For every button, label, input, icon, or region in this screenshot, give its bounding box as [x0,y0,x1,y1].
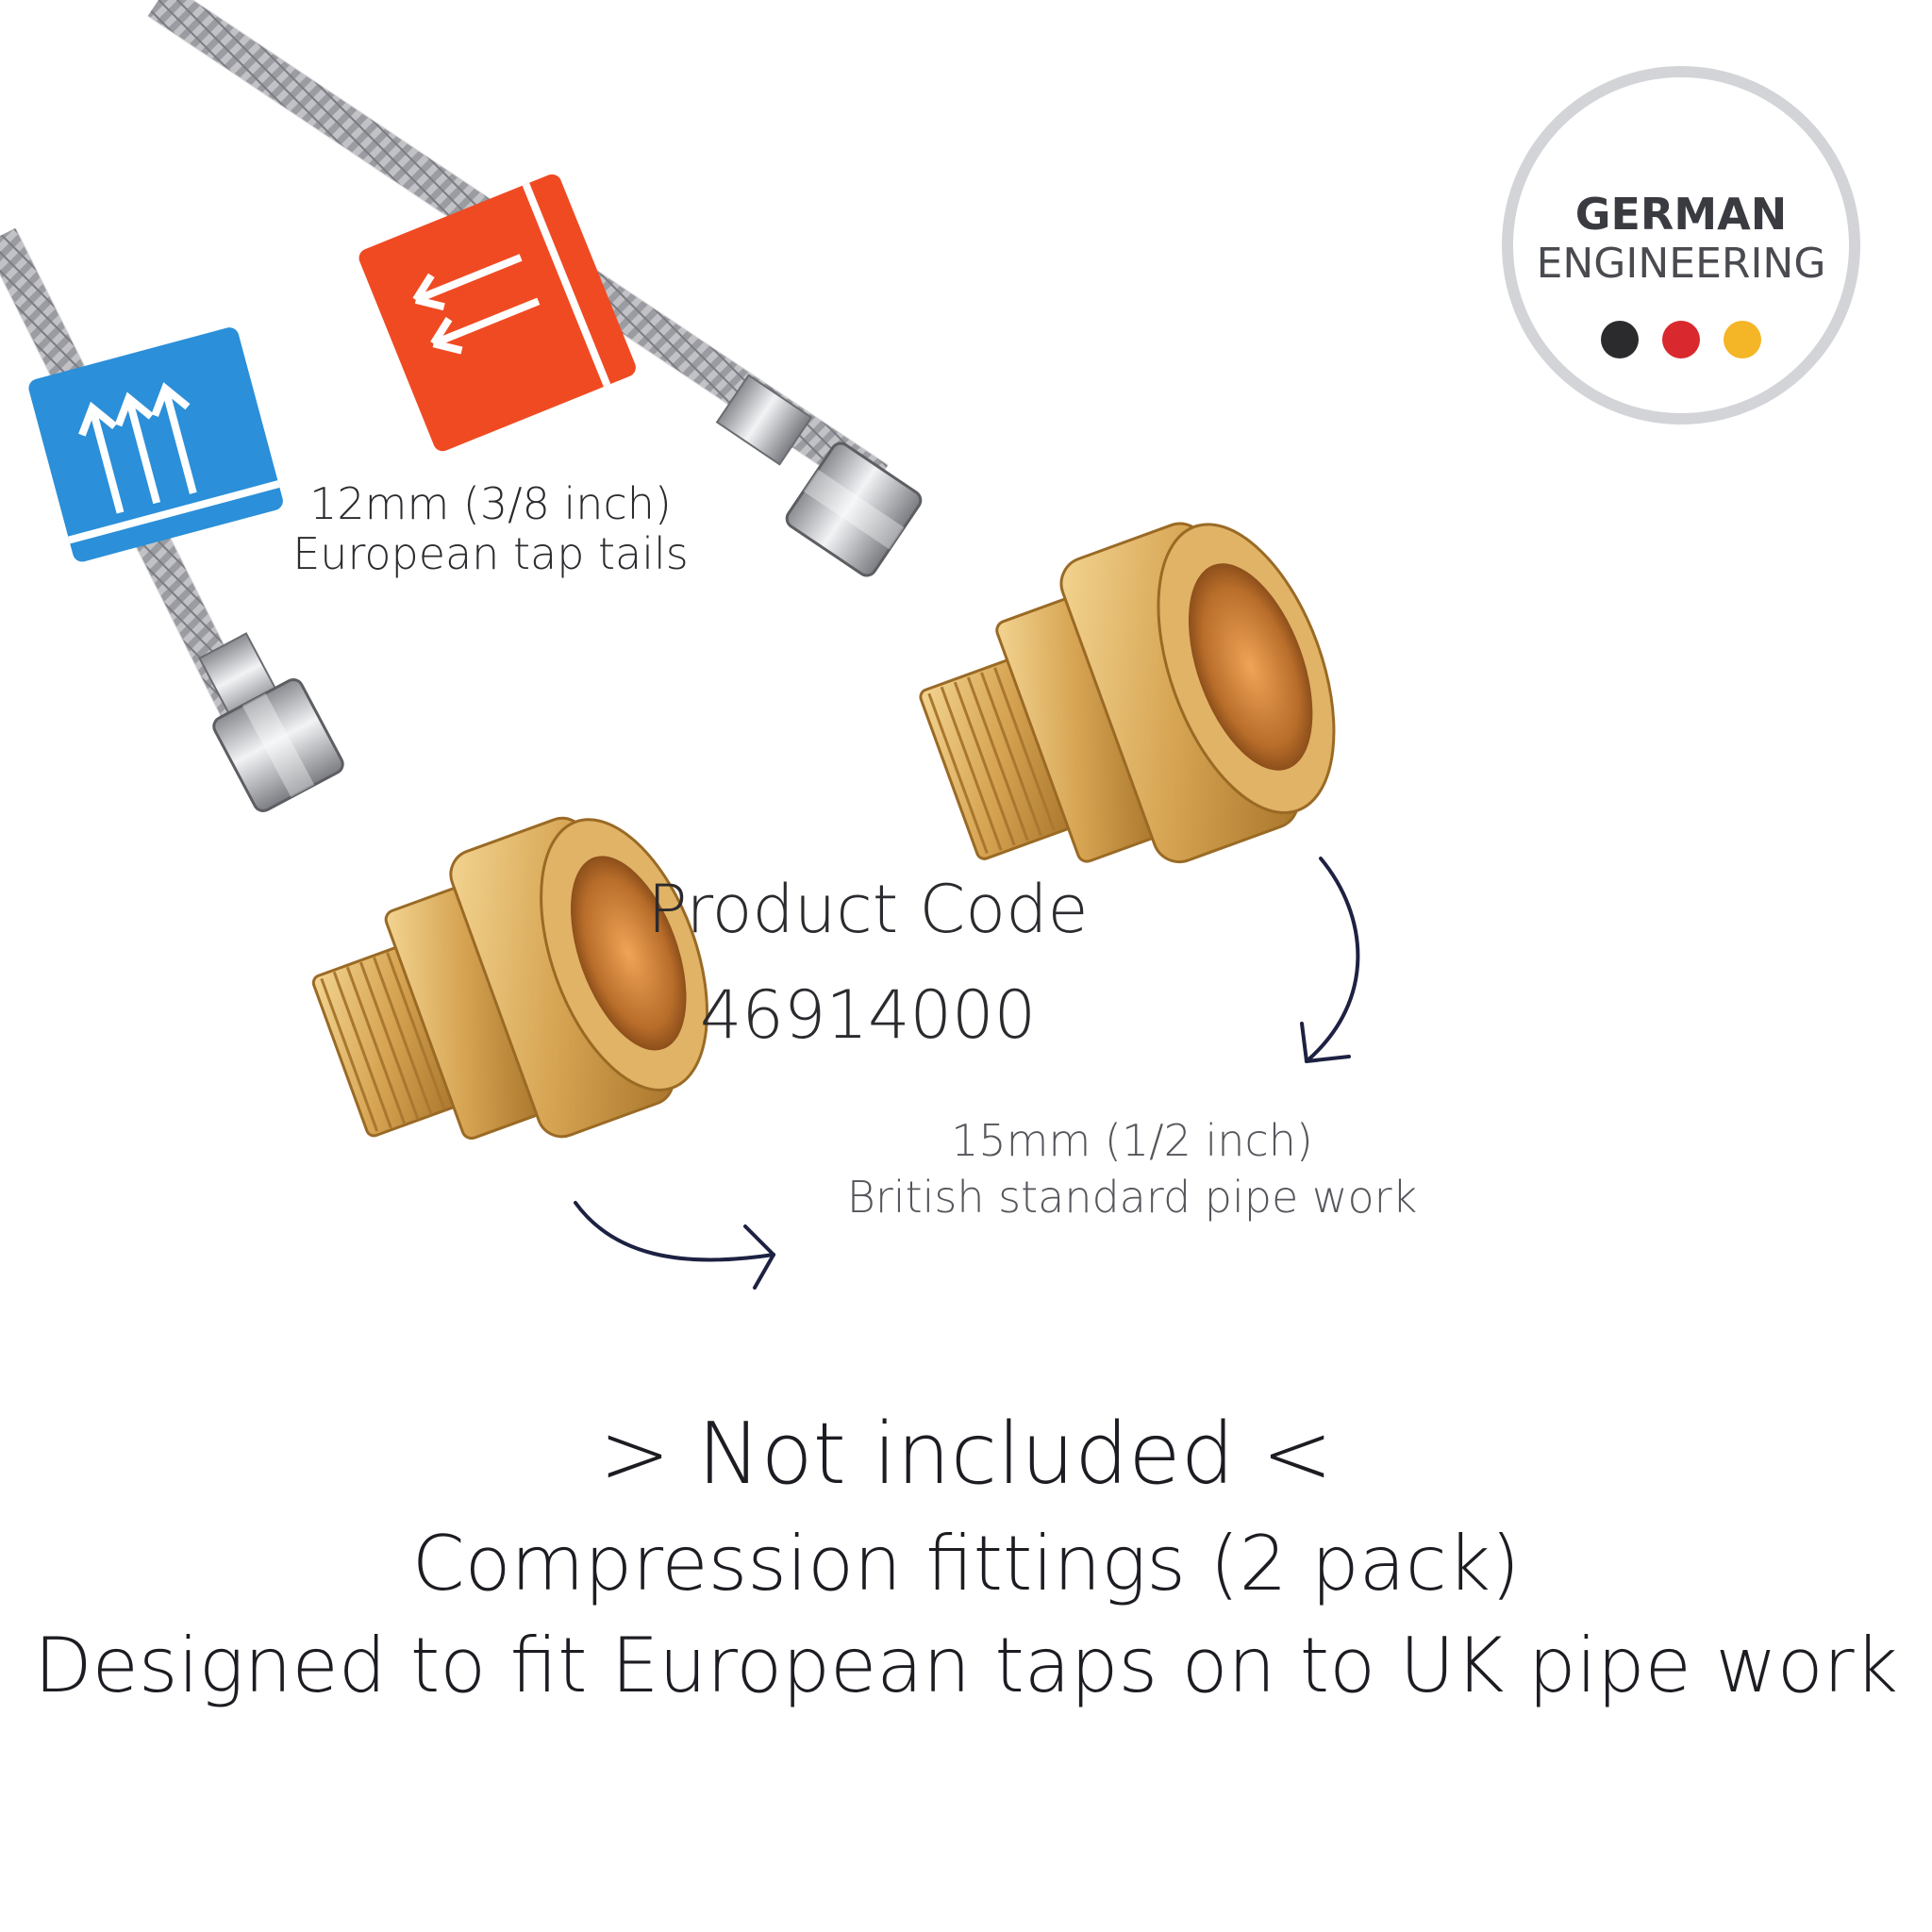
fit-description: Designed to fit European taps on to UK p… [34,1622,1898,1709]
tap-tail-type: European tap tails [292,527,689,579]
upper-compression-fitting [919,522,1336,864]
hot-tap-tail [147,0,923,577]
product-code-value: 46914000 [699,976,1037,1054]
hot-hose-ferrule [715,374,813,466]
product-code-block: Product Code 46914000 [585,857,1151,1068]
badge-line-engineering: ENGINEERING [1536,240,1826,288]
lower-fitting-bore [571,856,687,1051]
hot-label-tag [358,174,636,452]
flag-dot-red [1662,321,1700,358]
tap-tail-size: 12mm (3/8 inch) [309,478,672,529]
flag-dots [1513,321,1849,362]
pipe-size-label: 15mm (1/2 inch) British standard pipe wo… [774,1113,1491,1226]
cold-tap-tail [0,227,344,812]
arrow-to-pipe-right [1300,857,1360,1063]
arrow-to-pipe-left [574,1201,775,1290]
cold-label-tag [28,327,283,562]
badge-line-german: GERMAN [1574,189,1788,240]
tap-tail-size-label: 12mm (3/8 inch) European tap tails [208,479,774,579]
product-code-label: Product Code [647,871,1089,948]
flag-dot-black [1600,321,1639,358]
not-included-notice: > Not included < [599,1405,1333,1504]
flag-dot-gold [1724,321,1762,358]
german-engineering-badge: GERMAN ENGINEERING [1502,66,1860,425]
lower-compression-fitting [311,816,708,1141]
upper-fitting-bore [1188,563,1313,771]
pipe-standard: British standard pipe work [846,1171,1418,1223]
pipe-size: 15mm (1/2 inch) [951,1115,1313,1166]
hot-hex-nut [785,441,923,577]
cold-hex-nut [212,678,344,812]
compression-fittings-note: Compression fittings (2 pack) [411,1520,1521,1607]
